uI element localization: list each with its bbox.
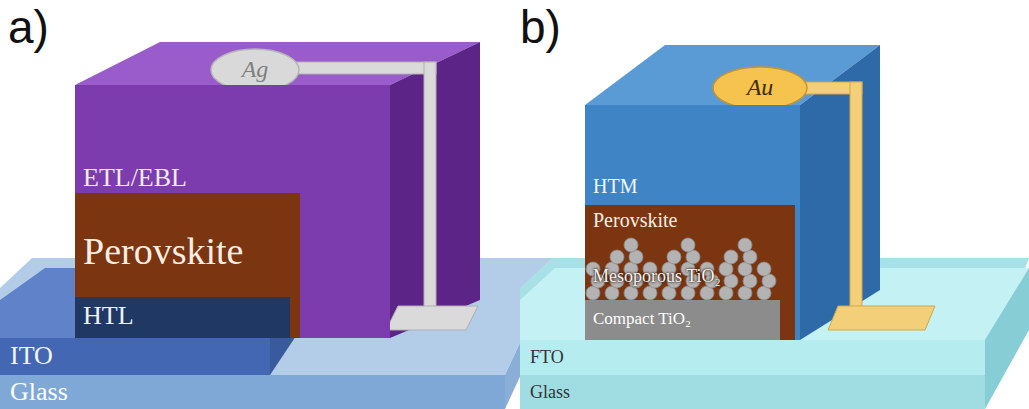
- layer-label: Au: [747, 74, 774, 102]
- gold-lead: [850, 82, 862, 318]
- tio2-particle: [724, 250, 738, 264]
- silver-lead: [424, 62, 436, 318]
- tio2-particle: [738, 238, 752, 252]
- silver-lead-joint: [425, 63, 435, 75]
- tio2-particle: [667, 250, 681, 264]
- layer-label: ETL/EBL: [83, 163, 187, 193]
- tio2-particle: [624, 238, 638, 252]
- panel-label: a): [8, 2, 49, 53]
- gold-electrode: Au: [712, 66, 808, 110]
- tio2-particle: [757, 262, 771, 276]
- layer-label: HTM: [593, 175, 637, 198]
- mesoporous-tio2-layer: Mesoporous TiO₂: [585, 232, 785, 300]
- fto-layer: FTO: [520, 340, 985, 375]
- block-side-face: [390, 42, 480, 338]
- compact-tio2-layer: Compact TiO₂: [585, 300, 780, 340]
- perovskite-layer: Mesoporous TiO₂ Compact TiO₂ Perovskite: [585, 205, 795, 340]
- layer-label: FTO: [530, 347, 564, 368]
- tio2-particle: [610, 250, 624, 264]
- panel-label: b): [520, 2, 561, 53]
- perovskite-layer: HTL Perovskite: [75, 193, 300, 338]
- silver-pad: [386, 306, 478, 330]
- silver-lead: [290, 62, 436, 74]
- layer-label: Perovskite: [83, 230, 243, 274]
- layer-label: Glass: [10, 377, 68, 407]
- slab-side-face: [985, 268, 1029, 409]
- tio2-particle: [681, 238, 695, 252]
- etl-layer: HTL Perovskite ETL/EBL: [75, 85, 390, 338]
- gold-lead-joint: [851, 83, 861, 95]
- electrode-disc: [713, 67, 807, 109]
- layer-label: Compact TiO₂: [593, 309, 691, 329]
- layer-label: Mesoporous TiO₂: [593, 266, 721, 287]
- layer-label: Glass: [530, 382, 570, 403]
- layer-label: ITO: [10, 341, 53, 371]
- htl-layer: HTL: [75, 297, 290, 338]
- glass-substrate: Glass: [520, 375, 985, 409]
- layer-label: Perovskite: [593, 209, 677, 232]
- gold-pad: [828, 306, 935, 330]
- ito-layer: ITO: [0, 338, 270, 375]
- htm-layer: Mesoporous TiO₂ Compact TiO₂ Perovskite HTM: [585, 105, 800, 340]
- layer-label: HTL: [83, 301, 134, 331]
- glass-substrate: Glass: [0, 375, 505, 409]
- layer-label: Ag: [242, 56, 269, 84]
